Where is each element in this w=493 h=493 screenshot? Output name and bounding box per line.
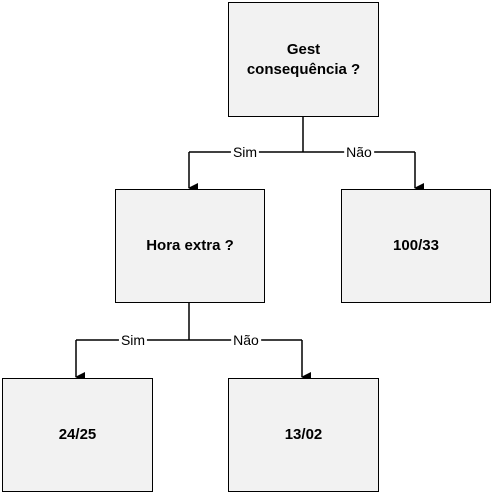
edge-label-overtime-yes: Sim	[118, 332, 148, 348]
leaf-node-24-25: 24/25	[2, 378, 153, 492]
edge-label-root-yes: Sim	[230, 144, 260, 160]
leaf-node-13-02: 13/02	[228, 378, 379, 492]
leaf-node-100-33: 100/33	[341, 189, 491, 303]
root-node-gest-consequencia: Gest consequência ?	[228, 2, 379, 117]
node-hora-extra: Hora extra ?	[115, 189, 265, 303]
edge-label-root-no: Não	[344, 144, 374, 160]
edge-label-overtime-no: Não	[231, 332, 261, 348]
